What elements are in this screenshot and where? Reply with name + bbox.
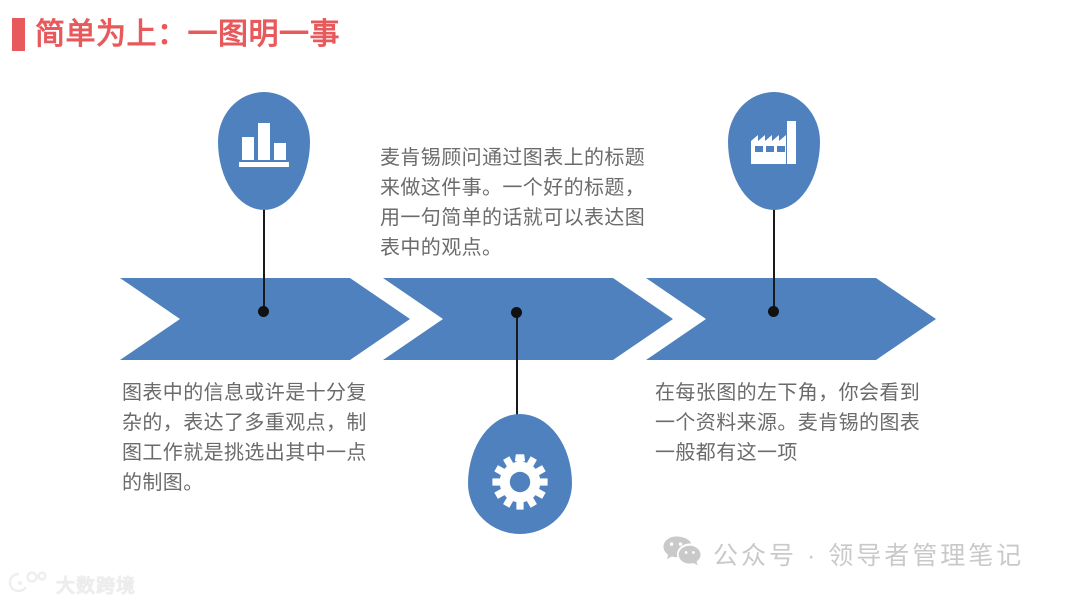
chevron-step-2	[383, 278, 673, 360]
page-title: 简单为上：一图明一事	[12, 18, 340, 51]
chevron-step-3	[646, 278, 936, 360]
bar-chart-icon	[218, 92, 310, 196]
title-accent-bar	[12, 18, 25, 51]
watermark-text: 大数跨境	[56, 576, 137, 597]
pin-marker-chart	[218, 92, 310, 210]
pin-marker-gear	[468, 414, 572, 534]
description-bottom-left: 图表中的信息或许是十分复杂的，表达了多重观点，制图工作就是挑选出其中一点的制图。	[122, 382, 367, 494]
wechat-account-label: 公众号 · 领导者管理笔记	[713, 542, 1025, 570]
connector-line-2	[516, 312, 518, 416]
pin-marker-factory	[728, 92, 820, 210]
connector-dot-3	[768, 306, 779, 317]
gear-icon	[468, 422, 572, 542]
connector-dot-2	[511, 307, 522, 318]
description-bottom-right: 在每张图的左下角，你会看到一个资料来源。麦肯锡的图表一般都有这一项	[655, 382, 921, 464]
factory-icon	[728, 92, 820, 196]
wechat-footer: 公众号 · 领导者管理笔记	[663, 536, 1024, 572]
connector-line-1	[263, 200, 265, 312]
page-title-text: 简单为上：一图明一事	[35, 17, 340, 51]
description-top-middle: 麦肯锡顾问通过图表上的标题来做这件事。一个好的标题，用一句简单的话就可以表达图表…	[380, 147, 646, 259]
connector-line-3	[773, 200, 775, 312]
connector-dot-1	[258, 306, 269, 317]
wechat-icon	[663, 536, 701, 572]
chevron-step-1	[120, 278, 410, 360]
watermark-logo: 大数跨境	[8, 570, 136, 599]
dashu-kuajing-logo-icon	[8, 570, 50, 599]
